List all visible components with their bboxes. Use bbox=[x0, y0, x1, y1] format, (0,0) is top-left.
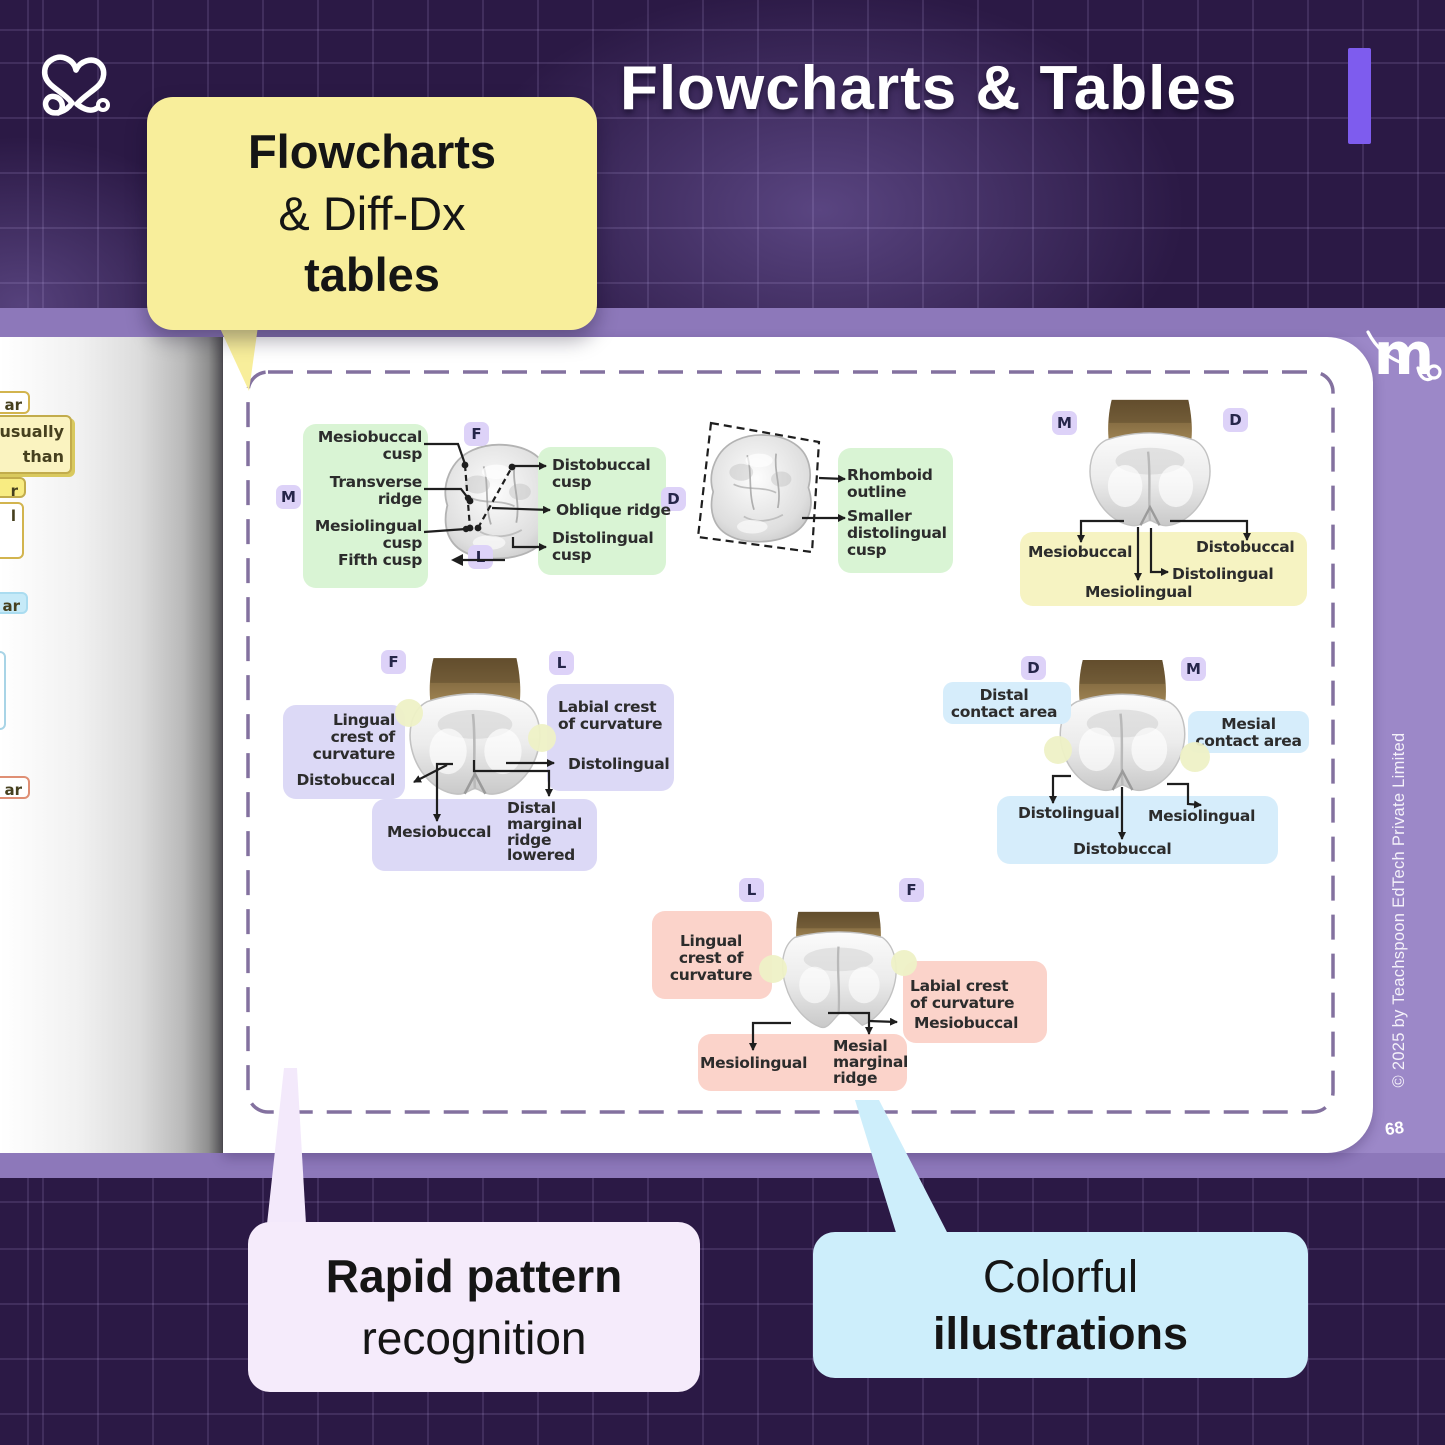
callout-line: Rapid pattern bbox=[325, 1249, 623, 1302]
left-page-fragment: ar bbox=[0, 592, 28, 615]
m-stethoscope-logo: m bbox=[1366, 320, 1442, 388]
anatomy-label: Lingual crest of curvature bbox=[312, 711, 396, 764]
band-bottom bbox=[0, 1153, 1445, 1178]
anatomy-label: Distobuccal cusp bbox=[552, 456, 651, 492]
anatomy-label: Mesiobuccal bbox=[914, 1014, 1019, 1032]
anatomy-label: Oblique ridge bbox=[556, 501, 671, 519]
orientation-badge: M bbox=[276, 485, 301, 509]
left-page-fragment: ar bbox=[0, 776, 30, 799]
contact-view-molar-illustration bbox=[1051, 658, 1194, 797]
anatomy-label: Distobuccal bbox=[1196, 538, 1295, 556]
anatomy-label: Labial crest of curvature bbox=[558, 698, 663, 734]
orientation-badge: L bbox=[468, 545, 493, 569]
callout-line: illustrations bbox=[932, 1308, 1189, 1359]
callout-line: Flowcharts bbox=[247, 124, 497, 178]
orientation-badge: F bbox=[899, 878, 924, 902]
orientation-badge: L bbox=[549, 651, 574, 675]
orientation-badge: D bbox=[1223, 408, 1248, 432]
anatomy-label: Mesiobuccal bbox=[387, 823, 492, 841]
left-page-fragment: r bbox=[0, 477, 26, 500]
buccal-view-molar-illustration bbox=[1082, 398, 1218, 532]
orientation-badge: M bbox=[1052, 411, 1077, 435]
anatomy-label: Fifth cusp bbox=[337, 551, 422, 569]
header-banner bbox=[0, 0, 1445, 308]
callout-line: & Diff-Dx bbox=[278, 186, 466, 240]
rhomboid-molar-illustration bbox=[703, 420, 822, 562]
page-number: 68 bbox=[1383, 1117, 1406, 1140]
left-page-fragment: l bbox=[0, 502, 24, 559]
anatomy-label: Distal contact area bbox=[950, 686, 1058, 722]
anatomy-label: Distobuccal bbox=[1073, 840, 1172, 858]
copyright-text: © 2025 by Teachspoon EdTech Private Limi… bbox=[1390, 732, 1408, 1088]
anatomy-label: Distolingual bbox=[1018, 804, 1120, 822]
anatomy-label: Distolingual bbox=[568, 755, 670, 773]
anatomy-label: Mesiolingual cusp bbox=[314, 517, 422, 553]
anatomy-label: Mesial contact area bbox=[1195, 715, 1302, 751]
left-page-fragment: ar bbox=[0, 391, 30, 414]
orientation-badge: L bbox=[739, 878, 764, 902]
anatomy-label: Distobuccal bbox=[296, 771, 396, 789]
anatomy-label: Smaller distolingual cusp bbox=[847, 507, 947, 560]
anatomy-label: Distal marginal ridge lowered bbox=[507, 799, 583, 865]
anatomy-label: Mesiolingual bbox=[700, 1054, 808, 1072]
anatomy-label: Transverse ridge bbox=[329, 473, 423, 509]
callout-line: Colorful bbox=[982, 1250, 1139, 1302]
anatomy-label: Distolingual bbox=[1172, 565, 1274, 583]
anatomy-label: Mesiolingual bbox=[1148, 807, 1256, 825]
callout-rapid-pattern: Rapid pattern recognition bbox=[248, 1222, 700, 1392]
mesial-view-molar-illustration bbox=[402, 656, 548, 801]
orientation-badge: F bbox=[464, 422, 489, 446]
callout-flowcharts-tables: Flowcharts & Diff-Dx tables bbox=[147, 97, 597, 330]
callout-colorful-illustrations: Colorful illustrations bbox=[813, 1232, 1308, 1378]
left-page-fragment: usually than bbox=[0, 415, 72, 474]
distal-view-molar-illustration bbox=[769, 910, 908, 1038]
anatomy-label: Rhomboid outline bbox=[847, 466, 933, 502]
orientation-badge: F bbox=[381, 650, 406, 674]
anatomy-label: Mesial marginal ridge bbox=[833, 1037, 909, 1087]
anatomy-label: Mesiobuccal bbox=[1028, 543, 1133, 561]
page-title: Flowcharts & Tables bbox=[620, 54, 1238, 123]
heart-stethoscope-icon bbox=[42, 54, 110, 116]
left-page-fragment bbox=[0, 651, 6, 730]
title-accent-bar bbox=[1348, 48, 1371, 144]
anatomy-label: Mesiolingual bbox=[1085, 583, 1193, 601]
anatomy-label: Mesiobuccal cusp bbox=[317, 428, 422, 464]
callout-line: recognition bbox=[361, 1312, 587, 1364]
callout-line: tables bbox=[304, 248, 440, 302]
anatomy-label: Lingual crest of curvature bbox=[669, 932, 753, 985]
orientation-badge: M bbox=[1181, 657, 1206, 681]
anatomy-label: Distolingual cusp bbox=[552, 529, 654, 565]
orientation-badge: D bbox=[1021, 656, 1046, 680]
anatomy-label: Labial crest of curvature bbox=[910, 977, 1015, 1013]
